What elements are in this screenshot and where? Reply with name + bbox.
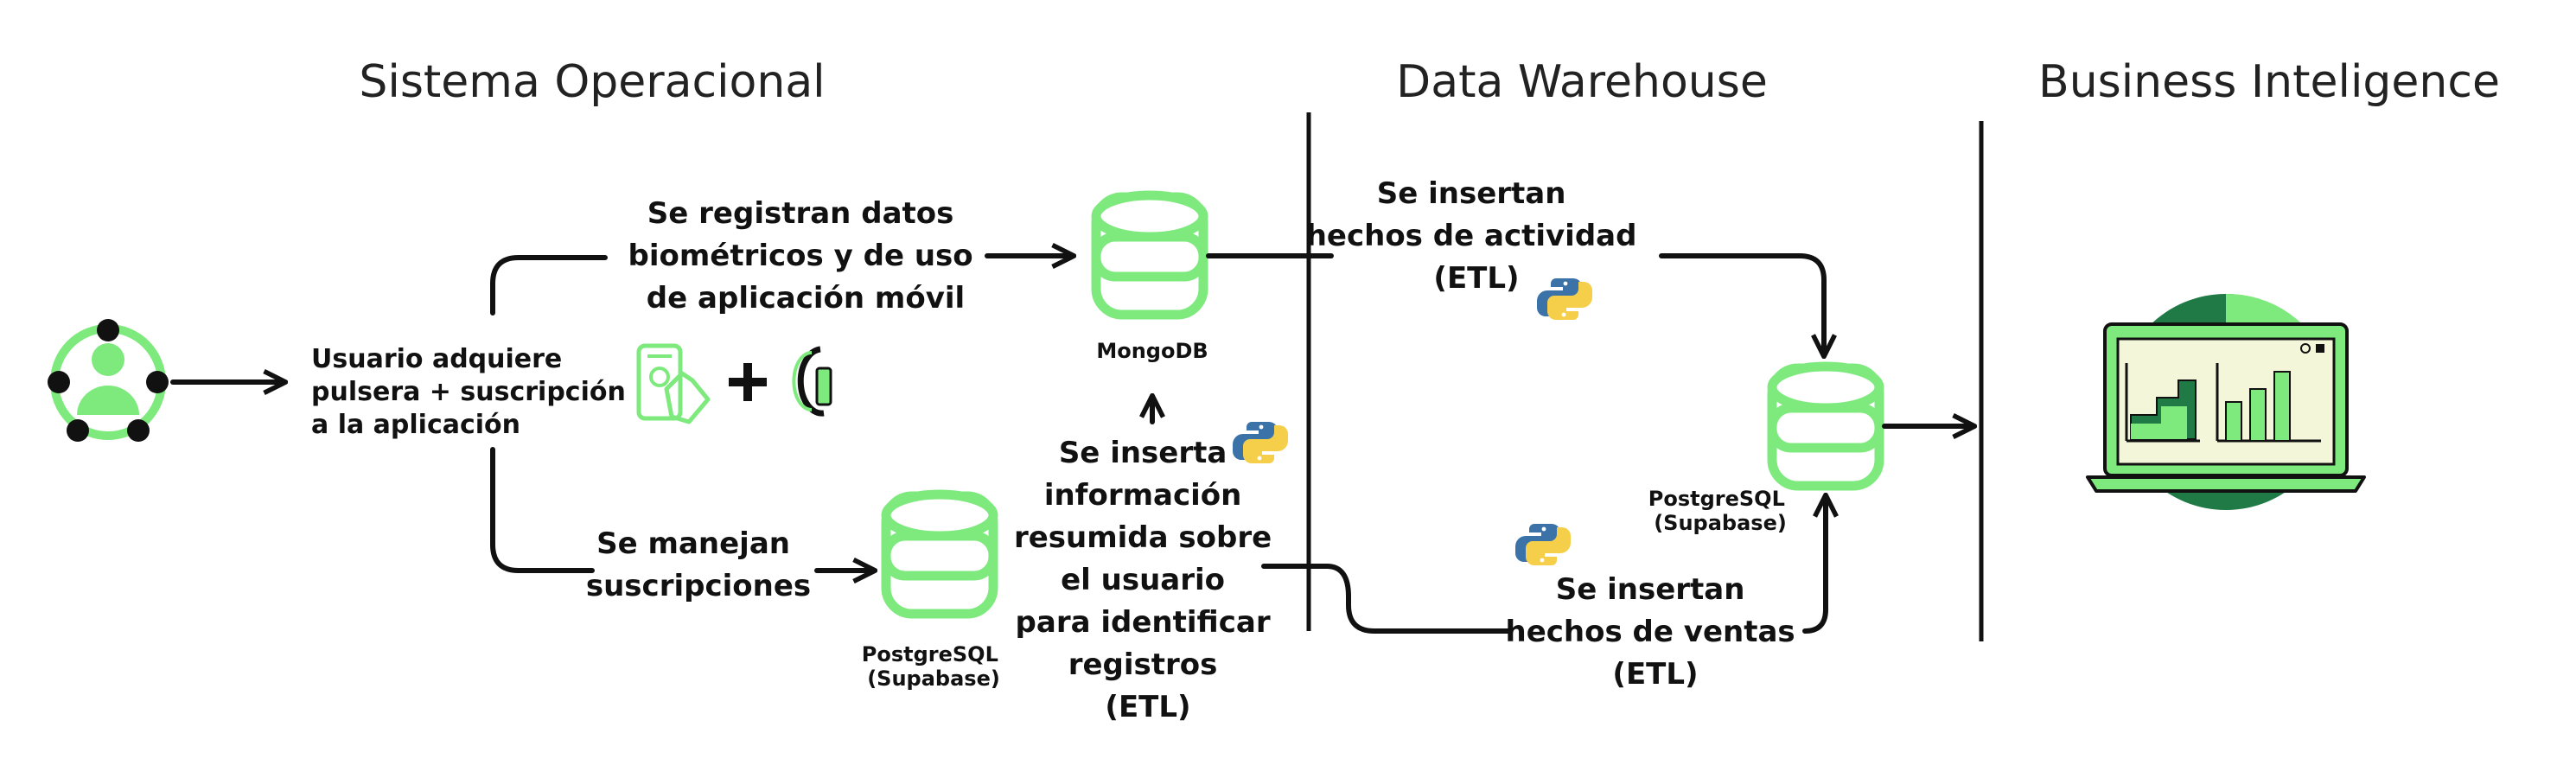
subscriptions-label: Se manejan suscripciones <box>586 526 811 603</box>
branch-up <box>490 255 608 316</box>
activity-label: Se insertan hechos de actividad (ETL) <box>1306 176 1648 296</box>
phone-hand-icon <box>636 343 711 424</box>
postgres-ops-database-icon <box>886 494 993 614</box>
sales-label: Se insertan hechos de ventas (ETL) <box>1506 572 1806 692</box>
biometric-label: Se registran datos biométricos y de uso … <box>628 196 984 316</box>
mongodb-database-icon <box>1096 195 1203 315</box>
user-network-icon <box>48 319 169 442</box>
section-title-bi: Business Inteligence <box>2038 56 2500 108</box>
line-summary-to-sales <box>1261 564 1511 634</box>
arrow-sales-to-postgres-dw <box>1802 497 1826 634</box>
laptop-dashboard-icon <box>2086 293 2366 510</box>
postgres-ops-label: PostgreSQL (Supabase) <box>862 642 1005 691</box>
branch-down <box>490 447 595 573</box>
section-title-warehouse: Data Warehouse <box>1396 56 1768 108</box>
arrow-activity-to-postgres-dw <box>1659 253 1824 354</box>
python-icon-sales <box>1515 524 1571 565</box>
postgres-dw-database-icon <box>1772 367 1879 486</box>
python-icon-summary <box>1233 422 1288 463</box>
section-title-operational: Sistema Operacional <box>359 56 825 108</box>
user-label: Usuario adquiere pulsera + suscripción a… <box>311 344 634 440</box>
python-icon-activity <box>1537 278 1592 320</box>
summary-label: Se inserta información resumida sobre el… <box>1014 436 1282 724</box>
wristband-icon <box>792 346 832 417</box>
postgres-dw-label: PostgreSQL (Supabase) <box>1648 487 1792 535</box>
mongodb-label: MongoDB <box>1096 339 1208 363</box>
plus-icon <box>729 363 767 401</box>
